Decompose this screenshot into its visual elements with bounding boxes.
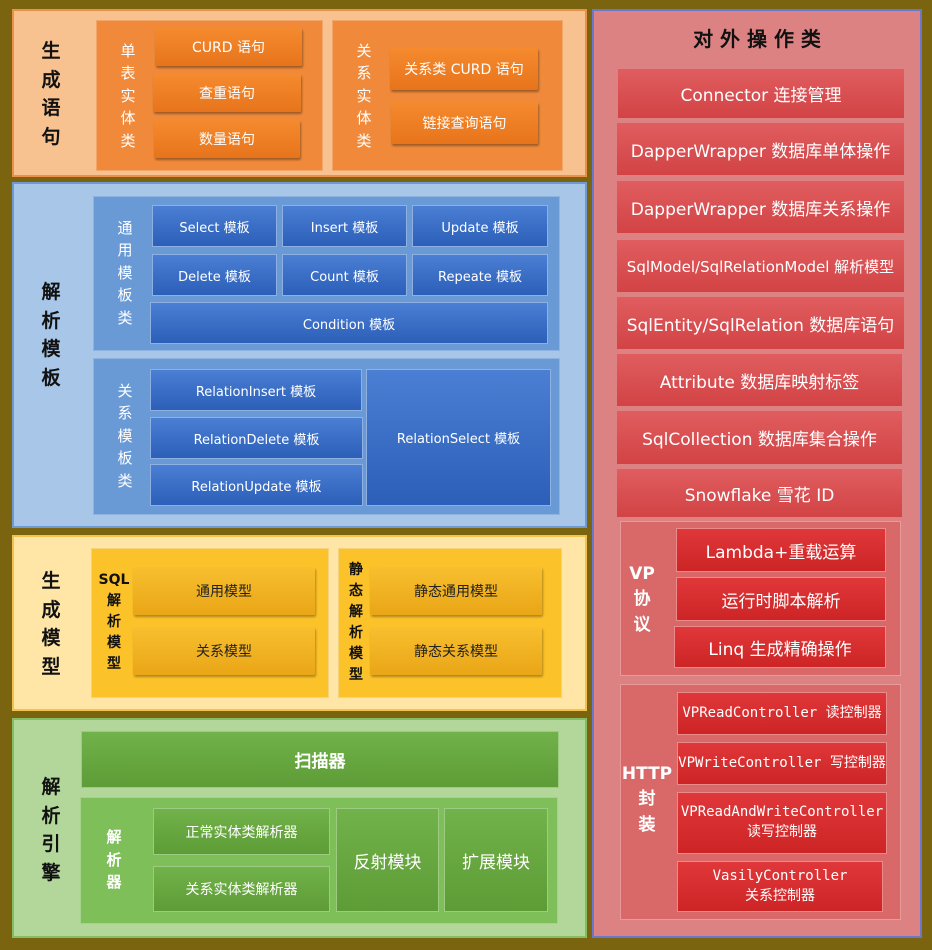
- normal-entity-parser-block: 正常实体类解析器: [153, 808, 330, 855]
- delete-template-block: Delete 模板: [152, 254, 277, 296]
- group-label-single-entity: 单表实体类: [120, 41, 136, 150]
- section-title-generate-model: 生成模型: [41, 570, 61, 678]
- select-template-block: Select 模板: [152, 205, 277, 247]
- duplicate-check-statement-block: 查重语句: [153, 74, 301, 112]
- group-label-relation-template: 关系模板类: [117, 381, 133, 490]
- group-label-common-template: 通用模板类: [117, 218, 133, 327]
- linq-operation-block: Linq 生成精确操作: [674, 626, 886, 668]
- insert-template-block: Insert 模板: [282, 205, 407, 247]
- sqlcollection-block: SqlCollection 数据库集合操作: [617, 411, 902, 464]
- curd-statement-block: CURD 语句: [155, 28, 302, 66]
- relation-entity-parser-block: 关系实体类解析器: [153, 866, 330, 912]
- runtime-script-block: 运行时脚本解析: [676, 577, 886, 621]
- dapper-relation-block: DapperWrapper 数据库关系操作: [617, 181, 904, 233]
- attribute-block: Attribute 数据库映射标签: [617, 354, 902, 406]
- common-model-block: 通用模型: [133, 567, 315, 615]
- count-template-block: Count 模板: [282, 254, 407, 296]
- relation-model-block: 关系模型: [133, 627, 315, 675]
- external-operations-title: 对 外 操 作 类: [693, 26, 821, 51]
- relation-delete-template-block: RelationDelete 模板: [150, 417, 363, 459]
- sqlentity-block: SqlEntity/SqlRelation 数据库语句: [617, 297, 904, 349]
- group-relation-entity: [332, 20, 563, 171]
- reflection-module-block: 反射模块: [336, 808, 439, 912]
- scanner-block: 扫描器: [81, 731, 559, 788]
- snowflake-block: Snowflake 雪花 ID: [617, 469, 902, 517]
- join-query-statement-block: 链接查询语句: [391, 102, 538, 144]
- repeate-template-block: Repeate 模板: [412, 254, 548, 296]
- group-label-static-model: 静态解析模型: [349, 562, 363, 683]
- read-controller-block: VPReadController 读控制器: [677, 692, 887, 735]
- extension-module-block: 扩展模块: [444, 808, 548, 912]
- relation-select-template-block: RelationSelect 模板: [366, 369, 551, 506]
- sqlmodel-block: SqlModel/SqlRelationModel 解析模型: [617, 240, 904, 292]
- lambda-overload-block: Lambda+重载运算: [676, 528, 886, 572]
- group-label-relation-entity: 关系实体类: [356, 41, 372, 150]
- write-controller-block: VPWriteController 写控制器: [677, 742, 887, 785]
- static-relation-model-block: 静态关系模型: [370, 627, 542, 675]
- relation-insert-template-block: RelationInsert 模板: [150, 369, 362, 411]
- static-common-model-block: 静态通用模型: [370, 567, 542, 615]
- update-template-block: Update 模板: [412, 205, 548, 247]
- relation-curd-statement-block: 关系类 CURD 语句: [390, 48, 538, 90]
- section-title-parse-engine: 解析引擎: [41, 776, 61, 884]
- group-label-parser: 解析器: [106, 828, 122, 892]
- connector-block: Connector 连接管理: [618, 69, 904, 118]
- relation-update-template-block: RelationUpdate 模板: [150, 464, 363, 506]
- section-title-parse-template: 解析模板: [41, 281, 61, 389]
- count-statement-block: 数量语句: [154, 120, 300, 158]
- dapper-single-block: DapperWrapper 数据库单体操作: [617, 123, 904, 175]
- section-title-generate-statement: 生成语句: [41, 40, 61, 148]
- condition-template-block: Condition 模板: [150, 302, 548, 344]
